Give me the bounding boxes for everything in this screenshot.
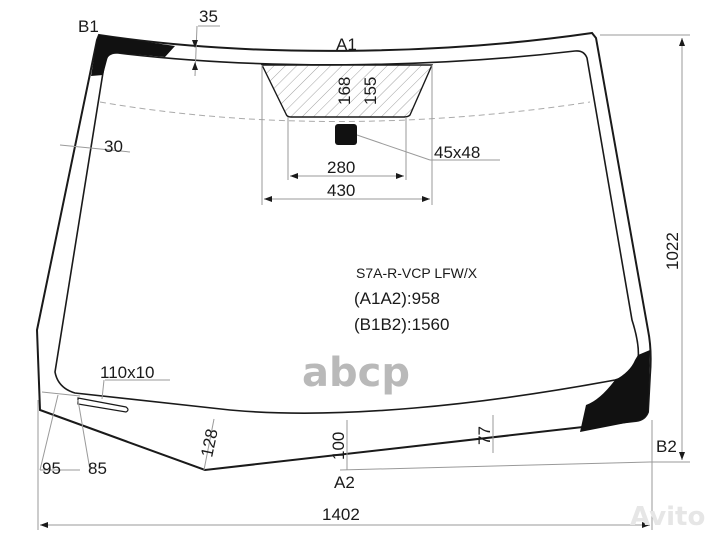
sensor-zone bbox=[260, 64, 434, 118]
dim-width: 1402 bbox=[322, 505, 360, 524]
dim-sensor-top-w: 430 bbox=[327, 181, 355, 200]
dim-top-band: 35 bbox=[199, 7, 218, 26]
ceramic-bottom-right bbox=[580, 350, 650, 432]
dim-bottom-left-outer: 95 bbox=[42, 459, 61, 478]
dim-sensor-h2: 155 bbox=[361, 77, 380, 105]
heater-strip bbox=[77, 397, 129, 413]
abcp-watermark: abcp bbox=[302, 350, 410, 396]
label-b2: B2 bbox=[656, 437, 677, 456]
dim-sensor-pad: 45x48 bbox=[434, 143, 480, 162]
dim-side-band: 30 bbox=[104, 137, 123, 156]
dim-heater-strip: 110x10 bbox=[100, 363, 155, 382]
avito-watermark: Avito bbox=[630, 502, 705, 532]
label-a1: A1 bbox=[336, 35, 357, 54]
dim-bottom-left-inner: 85 bbox=[88, 459, 107, 478]
shade-band-dashed-line bbox=[99, 101, 591, 122]
label-a2: A2 bbox=[334, 473, 355, 492]
part-code: S7A-R-VCP LFW/X bbox=[356, 265, 478, 281]
label-b1: B1 bbox=[78, 17, 99, 36]
dim-sensor-h1: 168 bbox=[335, 77, 354, 105]
dimension-lines bbox=[37, 25, 690, 530]
sensor-pad bbox=[335, 124, 357, 145]
dim-height: 1022 bbox=[663, 232, 682, 270]
a1a2-length: (A1A2):958 bbox=[354, 289, 440, 308]
ceramic-top-left bbox=[91, 35, 175, 76]
dim-bottom-band-right: 77 bbox=[475, 426, 494, 445]
dimension-arrows bbox=[40, 38, 685, 528]
dim-bottom-band-center: 100 bbox=[329, 432, 348, 460]
b1b2-length: (B1B2):1560 bbox=[354, 315, 449, 334]
dim-sensor-bottom-w: 280 bbox=[327, 158, 355, 177]
